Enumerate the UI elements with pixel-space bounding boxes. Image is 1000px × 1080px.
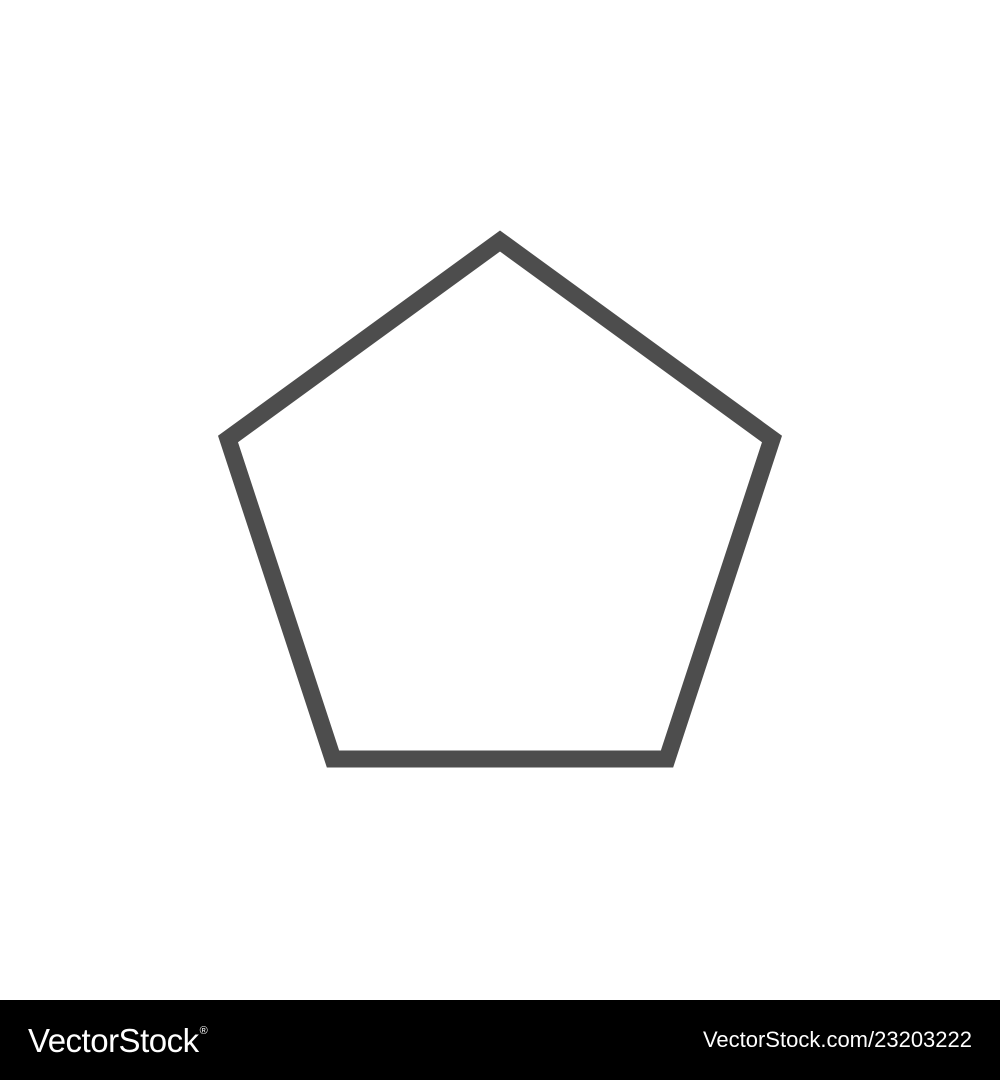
pentagon-outline-icon bbox=[217, 230, 783, 768]
pentagon-shape bbox=[217, 230, 783, 768]
brand-name: VectorStock bbox=[28, 1021, 199, 1059]
image-credit: VectorStock.com/23203222 bbox=[702, 1027, 972, 1052]
watermark-footer: VectorStock® VectorStock.com/23203222 bbox=[0, 1000, 1000, 1080]
artwork-area bbox=[217, 230, 783, 768]
vectorstock-logo: VectorStock® bbox=[28, 1021, 208, 1059]
registered-mark: ® bbox=[199, 1024, 208, 1037]
